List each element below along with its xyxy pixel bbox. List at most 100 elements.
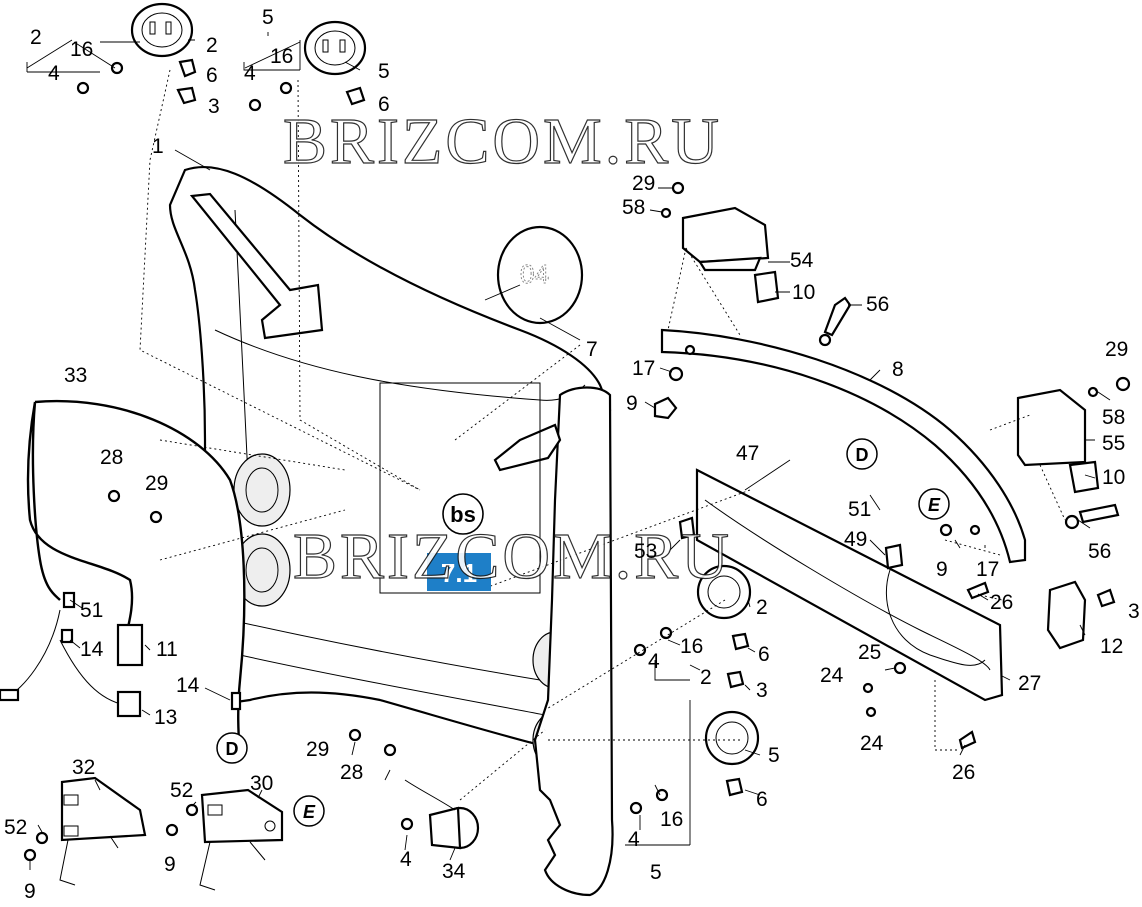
svg-text:E: E	[303, 802, 316, 822]
part-label: 30	[250, 772, 273, 795]
group-bracket-2	[26, 62, 100, 73]
group-bracket-mid2	[654, 660, 690, 681]
bracket-32	[23, 776, 147, 886]
part-label: 55	[1102, 432, 1125, 455]
section-page-badge	[427, 553, 491, 591]
hinge	[493, 423, 562, 472]
group-bracket-5	[243, 40, 301, 71]
bolt-56-upper	[823, 296, 852, 337]
part-label: 52	[4, 816, 27, 839]
bracket-54	[660, 181, 780, 304]
part-label: 26	[952, 761, 975, 784]
mid-lamp-5	[629, 710, 760, 815]
part-label: 29	[145, 472, 168, 495]
part-label: 2	[206, 34, 218, 57]
dotted-guides	[139, 69, 1066, 801]
section-ref[interactable]: bs 7.1	[427, 493, 491, 591]
part-label: 27	[1018, 672, 1041, 695]
part-label: 16	[660, 808, 683, 831]
top-lamp-left	[76, 2, 197, 105]
part-label: 6	[206, 64, 218, 87]
leader-lines	[26, 32, 1111, 870]
part-label: 9	[164, 853, 176, 876]
part-label: 12	[1100, 635, 1123, 658]
callout-D-upper: D	[846, 438, 878, 470]
part-label: 29	[1105, 338, 1128, 361]
bracket-30	[165, 788, 284, 891]
part-label: 1	[152, 135, 164, 158]
part-label: 54	[790, 249, 814, 272]
part-label: 26	[990, 591, 1013, 614]
svg-text:D: D	[856, 445, 869, 465]
part-label: 3	[1128, 600, 1140, 623]
part-label: 47	[736, 442, 759, 465]
part-label: 7	[586, 338, 598, 361]
part-label: 5	[650, 861, 662, 884]
part-label: 51	[848, 498, 871, 521]
part-label: 4	[628, 828, 640, 851]
part-label: 4	[244, 62, 256, 85]
part-label: 6	[378, 93, 390, 116]
part-label: 11	[156, 638, 178, 661]
part-label: 5	[262, 6, 274, 29]
callout-D-left: D	[216, 732, 248, 764]
part-label: 29	[306, 738, 329, 761]
watermark-top: BRIZCOM.RU	[283, 105, 722, 178]
part-label: 32	[72, 756, 95, 779]
part-label: 4	[400, 848, 412, 871]
bolt-56-lower	[1078, 503, 1120, 524]
part-label: 3	[756, 679, 768, 702]
svg-text:D: D	[226, 739, 239, 759]
reference-frame	[379, 382, 541, 594]
part-label: 53	[634, 540, 657, 563]
part-label: 28	[340, 761, 363, 784]
part-label: 49	[844, 528, 867, 551]
callout-E-lower: E	[293, 795, 325, 827]
part-label: 33	[64, 364, 87, 387]
part-label: 8	[892, 358, 904, 381]
part-label: 10	[792, 281, 815, 304]
buzzer-34	[348, 728, 480, 850]
bracket-55	[1016, 376, 1131, 494]
part-label: 24	[820, 664, 844, 687]
part-label: 51	[80, 599, 103, 622]
part-label: 13	[154, 706, 177, 729]
part-label: 2	[756, 596, 768, 619]
part-label: 16	[70, 38, 93, 61]
part-label: 14	[80, 638, 104, 661]
part-label: 14	[176, 674, 200, 697]
part-label: 34	[442, 860, 466, 883]
section-page: 7.1	[441, 558, 477, 588]
part-label: 2	[30, 26, 42, 49]
svg-text:E: E	[928, 495, 941, 515]
curved-bar	[660, 328, 1027, 564]
part-label: 25	[858, 641, 881, 664]
decal-disc	[496, 225, 584, 325]
part-label: 5	[768, 744, 780, 767]
part-label: 5	[378, 60, 390, 83]
part-label: 6	[758, 643, 770, 666]
part-label: 9	[24, 880, 36, 903]
part-label: 52	[170, 779, 193, 802]
part-label: 17	[976, 558, 999, 581]
part-label: 3	[208, 95, 220, 118]
main-body-panel	[168, 165, 612, 769]
right-post	[533, 386, 614, 897]
part-label: 56	[1088, 540, 1111, 563]
watermark-middle: BRIZCOM.RU	[293, 520, 732, 593]
part-label: 58	[1102, 406, 1125, 429]
part-label: 4	[648, 650, 660, 673]
mid-lamp-2	[633, 564, 752, 689]
part-label: 28	[100, 446, 123, 469]
part-label: 9	[626, 392, 638, 415]
callout-E-upper: E	[918, 488, 950, 520]
part-label: 17	[632, 357, 655, 380]
part-label: 4	[48, 62, 60, 85]
part-label: 9	[936, 558, 948, 581]
part-label: 58	[622, 196, 645, 219]
side-lamp-12	[1046, 580, 1087, 650]
part-label: 29	[632, 172, 655, 195]
top-lamp-right	[248, 20, 367, 112]
